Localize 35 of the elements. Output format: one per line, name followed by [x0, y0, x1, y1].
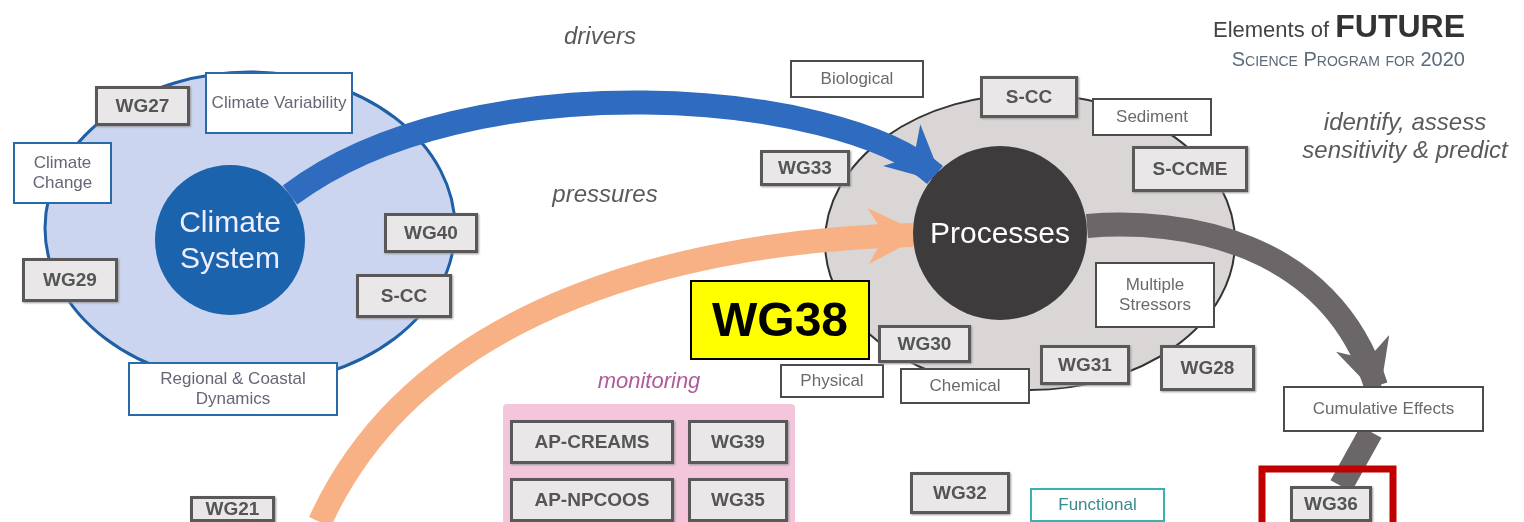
topic-box: Climate Variability	[205, 72, 353, 134]
topic-box: Multiple Stressors	[1095, 262, 1215, 328]
group-box: WG39	[688, 420, 788, 464]
group-box: WG40	[384, 213, 478, 253]
group-box: WG36	[1290, 486, 1372, 522]
topic-box: Biological	[790, 60, 924, 98]
group-box: WG28	[1160, 345, 1255, 391]
edge-label: pressures	[550, 180, 659, 208]
topic-box: Regional & Coastal Dynamics	[128, 362, 338, 416]
group-box: S-CC	[980, 76, 1078, 118]
topic-box: Functional	[1030, 488, 1165, 522]
group-box: WG33	[760, 150, 850, 186]
highlight-box: WG38	[690, 280, 870, 360]
group-box: WG29	[22, 258, 118, 302]
group-box: WG35	[688, 478, 788, 522]
topic-box: Climate Change	[13, 142, 112, 204]
group-box: S-CC	[356, 274, 452, 318]
subtitle: Science Program for 2020	[1230, 48, 1465, 71]
group-box: WG32	[910, 472, 1010, 514]
group-box: AP-NPCOOS	[510, 478, 674, 522]
group-box: AP-CREAMS	[510, 420, 674, 464]
group-box: S-CCME	[1132, 146, 1248, 192]
topic-box: Cumulative Effects	[1283, 386, 1484, 432]
group-box: WG21	[190, 496, 275, 522]
title: Elements of FUTURE	[1211, 8, 1465, 45]
topic-box: Chemical	[900, 368, 1030, 404]
group-box: WG27	[95, 86, 190, 126]
panel-heading: monitoring	[596, 368, 702, 395]
topic-box: Sediment	[1092, 98, 1212, 136]
arrow	[283, 90, 945, 206]
group-box: WG31	[1040, 345, 1130, 385]
topic-box: Physical	[780, 364, 884, 398]
group-box: WG30	[878, 325, 971, 363]
edge-label: drivers	[563, 22, 637, 50]
edge-label: identify, assess sensitivity & predict	[1301, 108, 1510, 164]
